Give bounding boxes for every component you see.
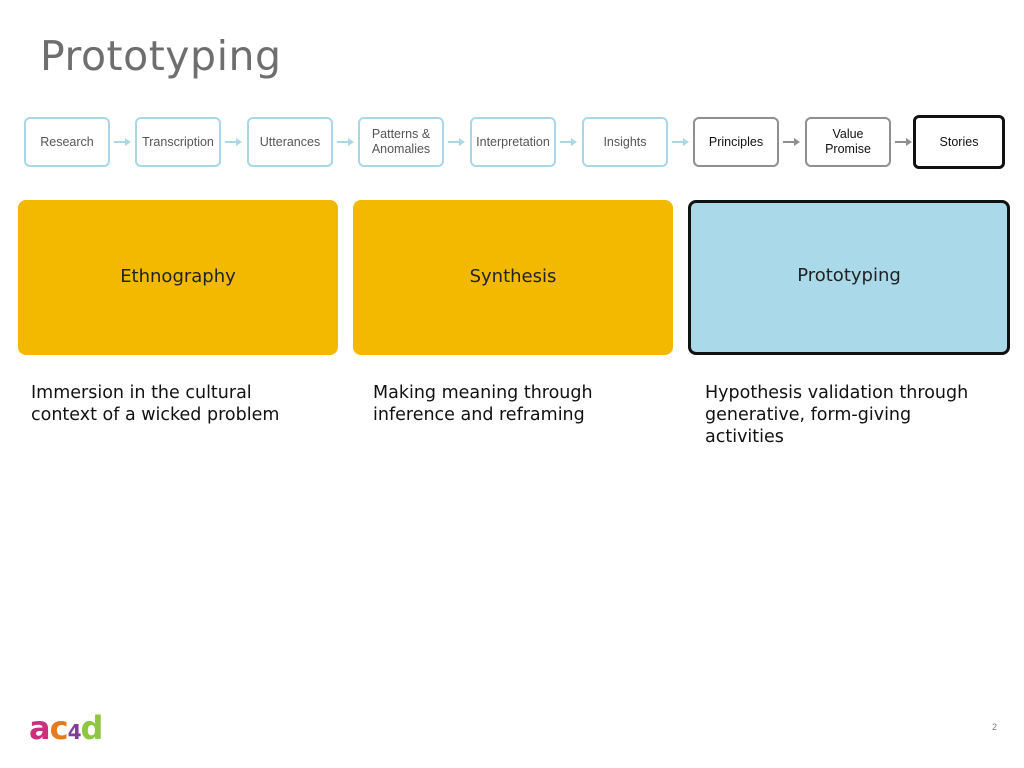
step-utterances: Utterances: [247, 117, 333, 167]
page-number: 2: [992, 722, 998, 732]
step-principles: Principles: [693, 117, 779, 167]
phase-prototyping: Prototyping: [688, 200, 1010, 355]
arrow-right-icon: [783, 138, 800, 146]
step-label: Utterances: [259, 134, 321, 149]
step-stories: Stories: [913, 115, 1005, 169]
process-steps: Research Transcription Utterances Patter…: [0, 0, 1024, 200]
step-research: Research: [24, 117, 110, 167]
arrow-right-icon: [560, 138, 577, 146]
phase-description-prototyping: Hypothesis validation through generative…: [705, 383, 969, 447]
arrow-right-icon: [895, 138, 912, 146]
arrow-right-icon: [225, 138, 242, 146]
slide-title: Prototyping: [40, 32, 282, 80]
arrow-right-icon: [114, 138, 131, 146]
phase-description-synthesis: Making meaning through inference and ref…: [373, 383, 593, 425]
step-label: Patterns & Anomalies: [371, 127, 431, 156]
arrow-right-icon: [672, 138, 689, 146]
step-patterns-anomalies: Patterns & Anomalies: [358, 117, 444, 167]
step-transcription: Transcription: [135, 117, 221, 167]
ac4d-logo: ac4d: [29, 709, 103, 747]
phase-label: Prototyping: [797, 265, 901, 286]
phase-ethnography: Ethnography: [18, 200, 338, 355]
step-label: Value Promise: [825, 127, 871, 156]
arrow-right-icon: [337, 138, 354, 146]
step-interpretation: Interpretation: [470, 117, 556, 167]
arrow-right-icon: [448, 138, 465, 146]
step-insights: Insights: [582, 117, 668, 167]
phase-label: Ethnography: [120, 266, 236, 287]
phase-label: Synthesis: [469, 266, 557, 287]
step-label: Interpretation: [476, 134, 550, 149]
step-value-promise: Value Promise: [805, 117, 891, 167]
step-label: Research: [40, 134, 94, 149]
step-label: Transcription: [142, 134, 214, 149]
phase-synthesis: Synthesis: [353, 200, 673, 355]
step-label: Stories: [939, 134, 979, 149]
step-label: Insights: [603, 134, 647, 149]
step-label: Principles: [708, 134, 764, 149]
phase-description-ethnography: Immersion in the cultural context of a w…: [31, 383, 280, 425]
